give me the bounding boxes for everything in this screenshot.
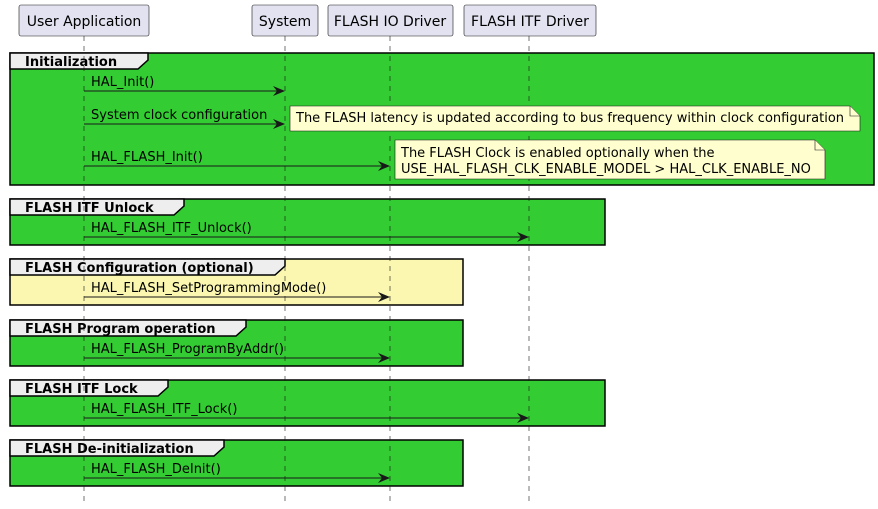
participant-user-label: User Application [27, 14, 142, 30]
message-flash-init: HAL_FLASH_Init() [84, 150, 390, 171]
message-flash-init-label: HAL_FLASH_Init() [91, 150, 203, 165]
note-flash-clock-text-line-1: The FLASH Clock is enabled optionally wh… [400, 146, 715, 161]
message-itf-lock-label: HAL_FLASH_ITF_Lock() [91, 402, 237, 417]
message-itf-lock: HAL_FLASH_ITF_Lock() [84, 402, 529, 423]
message-itf-unlock-label: HAL_FLASH_ITF_Unlock() [91, 221, 252, 236]
group-configuration-title: FLASH Configuration (optional) [25, 261, 254, 276]
group-deinitialization-tab [9, 439, 225, 457]
message-set-programming-mode: HAL_FLASH_SetProgrammingMode() [84, 281, 390, 302]
note-flash-clock: The FLASH Clock is enabled optionally wh… [394, 139, 826, 180]
note-flash-clock-text-line-2: USE_HAL_FLASH_CLK_ENABLE_MODEL > HAL_CLK… [401, 162, 811, 177]
group-itf-lock-title: FLASH ITF Lock [25, 382, 138, 397]
message-system-clock-label: System clock configuration [91, 108, 267, 123]
message-program-by-addr-label: HAL_FLASH_ProgramByAddr() [91, 342, 284, 357]
participant-itf-label: FLASH ITF Driver [471, 14, 589, 30]
group-itf-lock-tab [9, 379, 169, 397]
participant-user: User Application [18, 4, 150, 37]
message-hal-init: HAL_Init() [84, 75, 285, 96]
message-set-programming-mode-label: HAL_FLASH_SetProgrammingMode() [91, 281, 326, 296]
participant-itf: FLASH ITF Driver [463, 4, 597, 37]
message-itf-unlock: HAL_FLASH_ITF_Unlock() [84, 221, 529, 242]
message-deinit-label: HAL_FLASH_DeInit() [91, 462, 221, 477]
group-program-operation-title: FLASH Program operation [25, 322, 216, 337]
participant-io-label: FLASH IO Driver [334, 14, 447, 30]
group-configuration-tab [9, 258, 286, 276]
participant-system: System [251, 4, 319, 37]
group-itf-unlock-tab [9, 198, 185, 216]
group-program-operation-tab [9, 319, 247, 337]
note-flash-latency: The FLASH latency is updated according t… [289, 105, 861, 132]
group-initialization-title: Initialization [25, 55, 117, 70]
note-flash-latency-text: The FLASH latency is updated according t… [295, 111, 844, 126]
group-itf-unlock-title: FLASH ITF Unlock [25, 201, 154, 216]
participant-io: FLASH IO Driver [327, 4, 454, 37]
message-program-by-addr: HAL_FLASH_ProgramByAddr() [84, 342, 390, 363]
message-deinit: HAL_FLASH_DeInit() [84, 462, 390, 483]
group-initialization-tab [9, 52, 149, 70]
group-deinitialization: FLASH De-initialization [9, 439, 464, 487]
group-deinitialization-title: FLASH De-initialization [25, 442, 194, 457]
participant-system-label: System [259, 14, 311, 30]
message-system-clock: System clock configuration [84, 108, 285, 129]
message-hal-init-label: HAL_Init() [91, 75, 154, 90]
